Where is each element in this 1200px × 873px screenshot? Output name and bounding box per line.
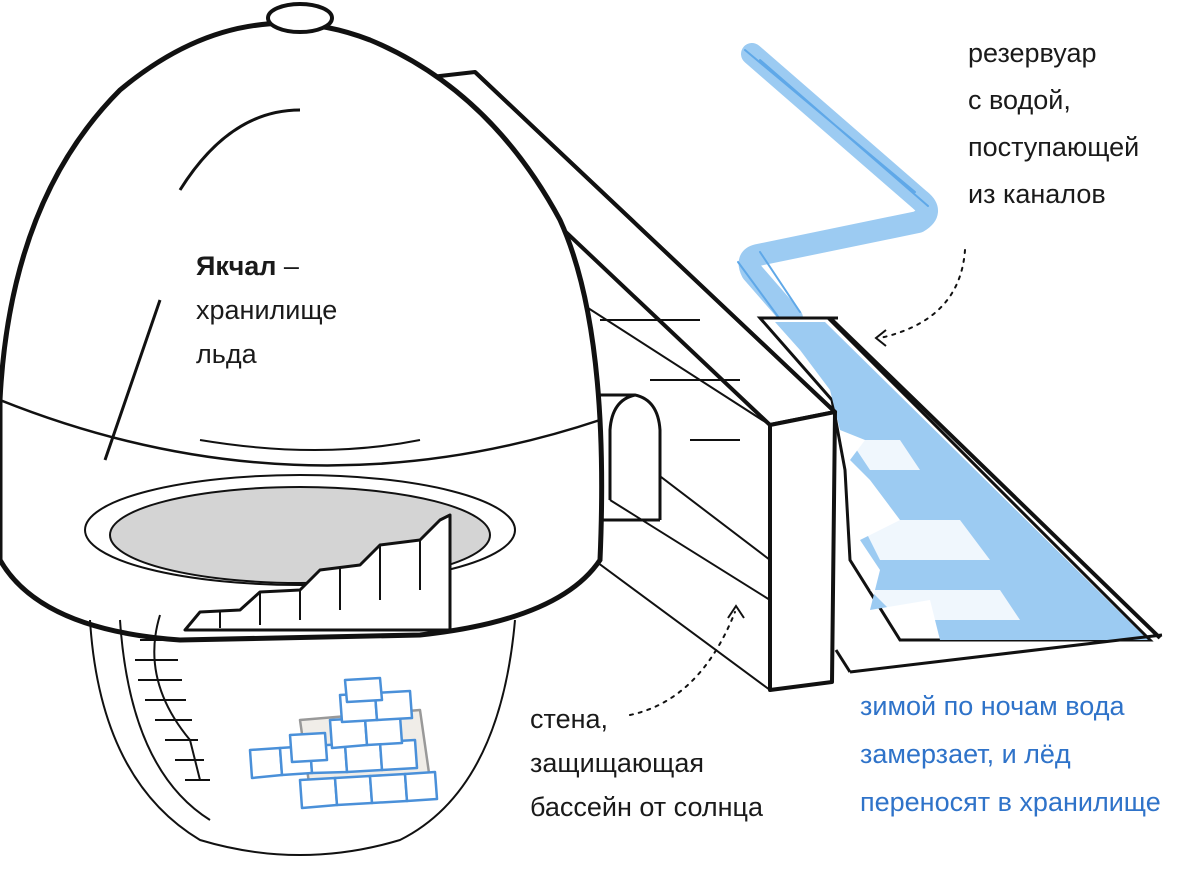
winter-label: зимой по ночам вода замерзает, и лёд пер… xyxy=(860,682,1161,826)
winter-line-1: зимой по ночам вода xyxy=(860,691,1125,721)
yakhchal-title-line: Якчал – xyxy=(196,244,337,288)
ice-blocks xyxy=(248,676,439,810)
reservoir-arrowhead-icon xyxy=(874,329,887,347)
yakhchal-title: Якчал xyxy=(196,251,277,281)
reservoir-line-3: поступающей xyxy=(968,132,1140,162)
winter-line-3: переносят в хранилище xyxy=(860,787,1161,817)
wall-label: стена, защищающая бассейн от солнца xyxy=(530,697,763,829)
reservoir-label: резервуар с водой, поступающей из канало… xyxy=(968,30,1139,218)
ice-block-stack-bottom xyxy=(248,738,439,810)
storage-chamber xyxy=(89,619,516,856)
reservoir-line-4: из каналов xyxy=(968,179,1106,209)
wall-line-3: бассейн от солнца xyxy=(530,792,764,822)
water-channel xyxy=(737,43,938,329)
reservoir-pointer xyxy=(879,249,966,339)
staircase xyxy=(135,513,452,781)
reservoir-line-1: резервуар xyxy=(968,38,1097,68)
yakhchal-line-1: хранилище xyxy=(196,295,338,325)
wall-line-1: стена, xyxy=(530,704,609,734)
yakhchal-line-2: льда xyxy=(196,339,257,369)
yakhchal-label: Якчал – хранилище льда xyxy=(196,244,337,376)
wall-arrowhead-icon xyxy=(727,604,745,619)
wall-line-2: защищающая xyxy=(530,748,705,778)
yakhchal-dash: – xyxy=(276,251,299,281)
winter-line-2: замерзает, и лёд xyxy=(860,739,1071,769)
reservoir-line-2: с водой, xyxy=(968,85,1071,115)
ice-block-stack-top xyxy=(288,676,414,764)
